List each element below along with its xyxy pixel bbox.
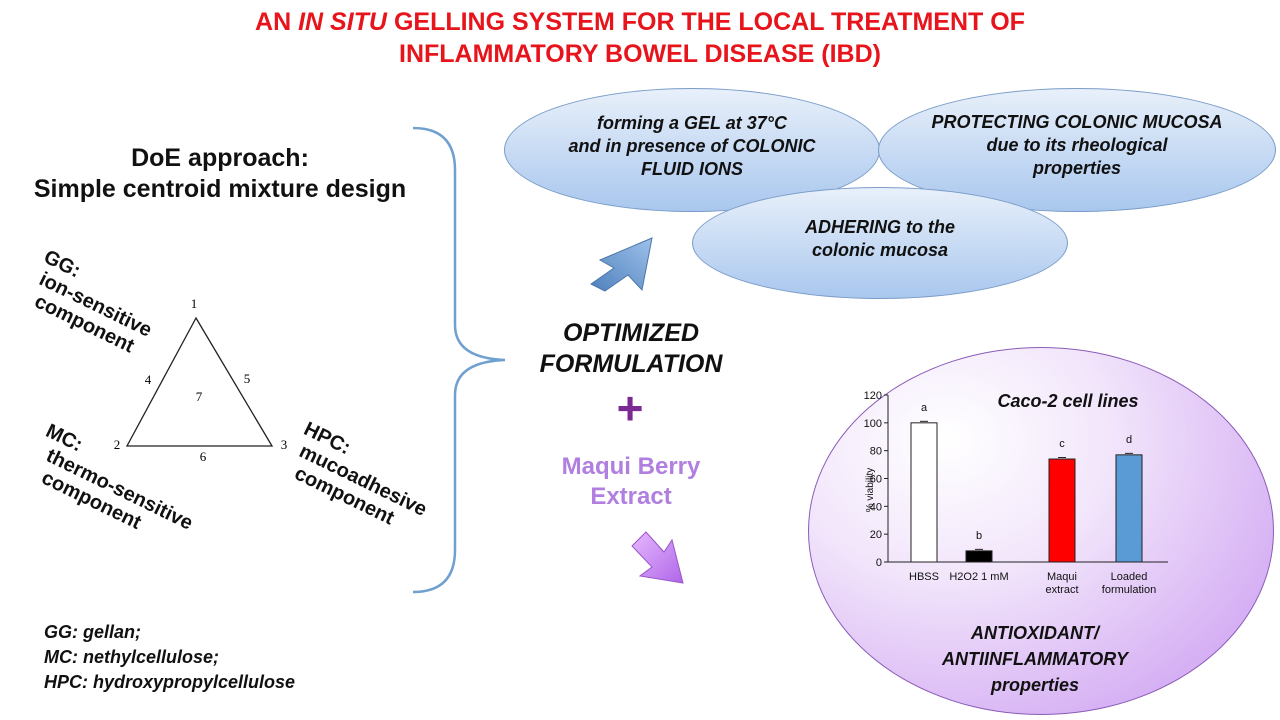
results-ellipse bbox=[808, 347, 1274, 715]
abbreviation-legend: GG: gellan; MC: nethylcellulose; HPC: hy… bbox=[44, 620, 295, 695]
doe-line-1: DoE approach: bbox=[131, 144, 309, 172]
y-tick-label: 20 bbox=[870, 529, 882, 541]
optimized-formulation: OPTIMIZED FORMULATION bbox=[520, 318, 742, 380]
x-category-label: Loaded bbox=[1111, 571, 1148, 583]
legend-gg: GG: gellan; bbox=[44, 622, 142, 642]
blue-arrow-icon bbox=[590, 237, 653, 292]
centroid-7-label: 7 bbox=[196, 389, 203, 404]
significance-letter: a bbox=[921, 402, 928, 414]
x-category-label: H2O2 1 mM bbox=[949, 571, 1008, 583]
plus-sign: + bbox=[616, 382, 644, 434]
x-category-label: HBSS bbox=[909, 571, 939, 583]
doe-heading: DoE approach: Simple centroid mixture de… bbox=[0, 143, 440, 205]
midpoint-5-label: 5 bbox=[244, 371, 251, 386]
x-category-label: formulation bbox=[1102, 584, 1156, 596]
bar bbox=[965, 550, 993, 563]
vertex-1-label: 1 bbox=[191, 296, 198, 311]
x-category-label: Maqui bbox=[1047, 571, 1077, 583]
x-category-label: extract bbox=[1045, 584, 1078, 596]
y-axis-label: % viability bbox=[865, 468, 876, 512]
bar bbox=[1115, 454, 1143, 563]
maqui-line-1: Maqui Berry bbox=[561, 453, 701, 480]
bar bbox=[1048, 458, 1076, 563]
doe-line-2: Simple centroid mixture design bbox=[33, 175, 407, 203]
adhering-bubble: ADHERING to the colonic mucosa bbox=[692, 187, 1068, 299]
y-tick-label: 60 bbox=[870, 474, 882, 486]
y-tick-label: 40 bbox=[870, 501, 882, 513]
title-italic: IN SITU bbox=[298, 8, 387, 36]
antioxidant-line-3: properties bbox=[990, 675, 1080, 695]
significance-letter: c bbox=[1059, 438, 1065, 450]
y-tick-label: 120 bbox=[864, 390, 882, 402]
maqui-line-2: Extract bbox=[590, 483, 672, 510]
significance-letter: d bbox=[1126, 434, 1132, 446]
adhering-text: ADHERING to the colonic mucosa bbox=[805, 217, 955, 260]
chart-title: Caco-2 cell lines bbox=[997, 391, 1139, 411]
optimized-line-1: OPTIMIZED bbox=[562, 319, 700, 347]
title-line-2: INFLAMMATORY BOWEL DISEASE (IBD) bbox=[399, 40, 881, 68]
protecting-mucosa-text: PROTECTING COLONIC MUCOSA due to its rhe… bbox=[931, 111, 1223, 178]
optimized-line-2: FORMULATION bbox=[539, 350, 723, 378]
maqui-berry-extract: Maqui Berry Extract bbox=[520, 452, 742, 512]
antioxidant-label: ANTIOXIDANT/ ANTIINFLAMMATORY properties bbox=[905, 620, 1165, 698]
antioxidant-line-1: ANTIOXIDANT/ bbox=[971, 623, 1099, 643]
vertex-3-label: 3 bbox=[281, 437, 288, 452]
y-tick-label: 0 bbox=[876, 557, 882, 569]
purple-arrow-icon bbox=[631, 531, 684, 584]
significance-letter: b bbox=[976, 530, 982, 542]
legend-hpc: HPC: hydroxypropylcellulose bbox=[44, 672, 296, 692]
curly-bracket bbox=[412, 126, 506, 594]
vertex-2-label: 2 bbox=[114, 437, 121, 452]
y-tick-label: 80 bbox=[870, 446, 882, 458]
title-line-1: AN IN SITU GELLING SYSTEM FOR THE LOCAL … bbox=[255, 8, 1025, 36]
y-tick-label: 100 bbox=[864, 418, 882, 430]
midpoint-6-label: 6 bbox=[200, 449, 207, 464]
simplex-triangle bbox=[125, 316, 274, 447]
antioxidant-line-2: ANTIINFLAMMATORY bbox=[942, 649, 1128, 669]
legend-mc: MC: nethylcellulose; bbox=[44, 647, 220, 667]
gel-forming-text: forming a GEL at 37°C and in presence of… bbox=[568, 112, 816, 179]
page-title: AN IN SITU GELLING SYSTEM FOR THE LOCAL … bbox=[0, 6, 1280, 70]
bar bbox=[910, 422, 938, 563]
protecting-mucosa-bubble: PROTECTING COLONIC MUCOSA due to its rhe… bbox=[878, 88, 1276, 212]
midpoint-4-label: 4 bbox=[145, 372, 152, 387]
